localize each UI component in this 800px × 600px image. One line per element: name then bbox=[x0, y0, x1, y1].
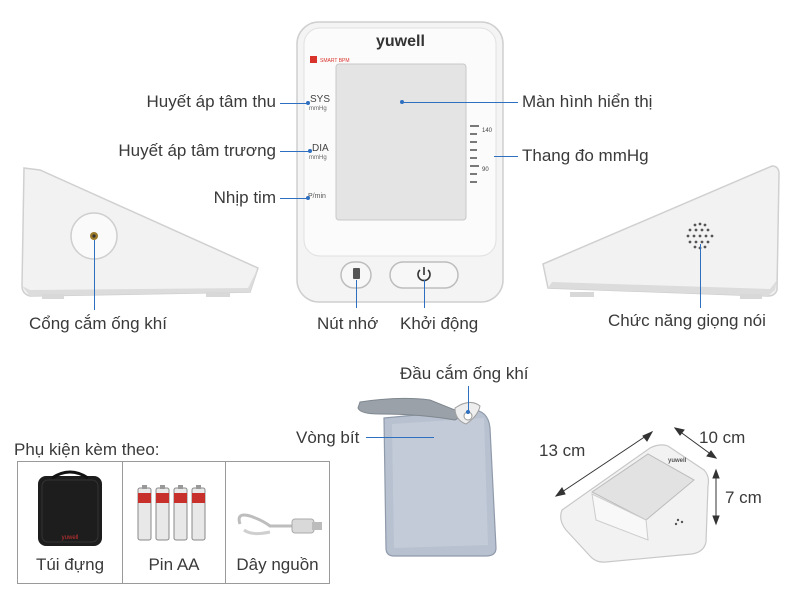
dia-label: DIA bbox=[312, 143, 329, 154]
accessory-batteries: Pin AA bbox=[122, 461, 226, 584]
device-front: SMART BPM bbox=[296, 21, 504, 303]
callout-power-button: Khởi động bbox=[400, 314, 479, 333]
callout-scale: Thang đo mmHg bbox=[522, 146, 649, 165]
scale-low: 90 bbox=[482, 167, 489, 173]
leader-heart-rate bbox=[280, 198, 308, 199]
display-screen bbox=[335, 63, 467, 221]
sys-label: SYS bbox=[310, 94, 331, 105]
dimension-width: 10 cm bbox=[699, 428, 746, 447]
svg-text:SMART BPM: SMART BPM bbox=[320, 58, 350, 64]
cuff-illustration bbox=[357, 397, 497, 557]
leader-dot bbox=[466, 410, 470, 414]
callout-display: Màn hình hiển thị bbox=[522, 92, 653, 111]
leader-dot bbox=[306, 101, 310, 105]
callout-voice: Chức năng giọng nói bbox=[608, 311, 766, 330]
callout-cuff: Vòng bít bbox=[296, 428, 360, 447]
device-left-side bbox=[21, 167, 259, 299]
dimension-length: 13 cm bbox=[539, 441, 586, 460]
leader-voice bbox=[700, 244, 701, 308]
svg-text:yuwell: yuwell bbox=[668, 458, 687, 464]
leader-systolic bbox=[280, 103, 308, 104]
leader-dot bbox=[306, 196, 310, 200]
bag-illustration: yuwell bbox=[38, 470, 102, 546]
dia-unit: mmHg bbox=[309, 155, 327, 161]
callout-memory-button: Nút nhớ bbox=[317, 314, 379, 333]
callout-diastolic: Huyết áp tâm trương bbox=[118, 141, 276, 160]
callout-systolic: Huyết áp tâm thu bbox=[146, 92, 276, 111]
pulse-label: P/min bbox=[308, 193, 326, 200]
scale-high: 140 bbox=[482, 128, 493, 134]
leader-dot bbox=[400, 100, 404, 104]
speaker-grille bbox=[686, 222, 714, 250]
svg-text:yuwell: yuwell bbox=[62, 535, 79, 541]
cable-illustration bbox=[237, 513, 322, 536]
accessories-heading: Phụ kiện kèm theo: bbox=[14, 440, 160, 459]
sys-unit: mmHg bbox=[309, 106, 327, 112]
accessory-label: Dây nguồn bbox=[236, 555, 319, 574]
mmhg-scale bbox=[470, 125, 479, 183]
leader-cuff bbox=[366, 437, 434, 438]
accessory-label: Pin AA bbox=[148, 555, 200, 574]
leader-power bbox=[424, 280, 425, 308]
callout-hose-plug: Đầu cắm ống khí bbox=[400, 364, 529, 383]
leader-scale bbox=[494, 156, 518, 157]
accessory-label: Túi đựng bbox=[35, 555, 105, 574]
device-right-side bbox=[542, 165, 780, 299]
leader-diastolic bbox=[280, 151, 310, 152]
callout-air-port: Cổng cắm ống khí bbox=[29, 314, 167, 333]
leader-memory bbox=[356, 280, 357, 308]
dimension-height: 7 cm bbox=[725, 488, 762, 507]
leader-hose-plug bbox=[468, 386, 469, 412]
accessory-bag: Túi đựng bbox=[17, 461, 123, 584]
callout-heart-rate: Nhịp tim bbox=[213, 188, 276, 207]
accessory-power-cable: Dây nguồn bbox=[225, 461, 330, 584]
brand-logo: yuwell bbox=[376, 33, 425, 50]
device-dimensions-view: yuwell bbox=[554, 427, 720, 563]
leader-air-port bbox=[94, 240, 95, 310]
leader-dot bbox=[308, 149, 312, 153]
battery-illustration bbox=[137, 485, 206, 541]
leader-display bbox=[402, 102, 518, 103]
